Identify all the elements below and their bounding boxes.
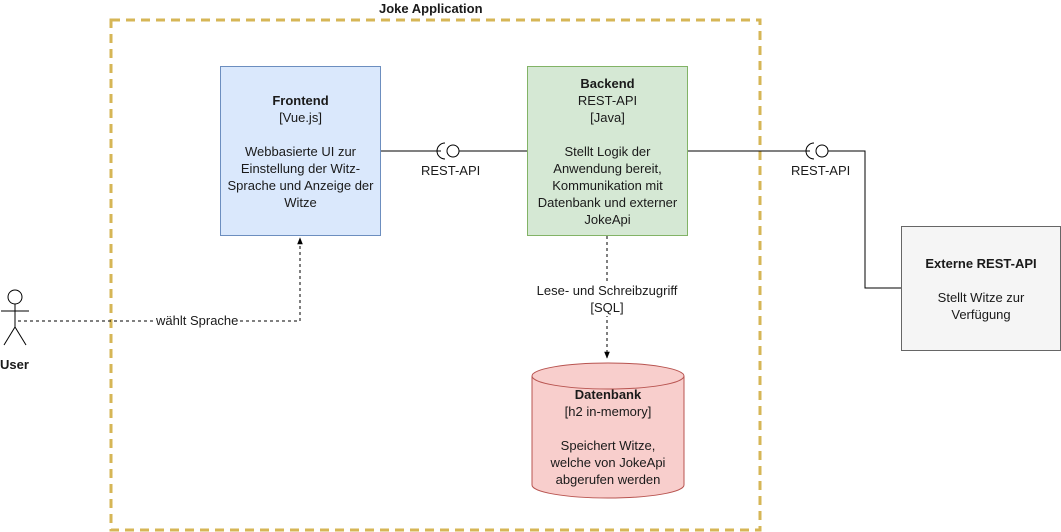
database-description: Speichert Witze, welche von JokeApi abge… [550,438,666,487]
database-tech: [h2 in-memory] [564,404,652,419]
external-api-component[interactable] [901,226,1061,351]
external-api-description: Stellt Witze zur Verfügung [937,289,1025,322]
frontend-tech: [Vue.js] [279,109,322,125]
frontend-title: Frontend [272,92,329,108]
frontend-backend-connector [381,142,527,160]
frontend-text: Frontend [Vue.js] Webbasierte UI zur Ein… [221,67,380,235]
backend-description: Stellt Logik der Anwendung bereit, Kommu… [537,143,678,227]
user-label: User [0,357,29,372]
joke-application-boundary [109,18,762,532]
backend-subtitle: REST-API [577,92,638,108]
backend-tech: [Java] [590,109,625,125]
frontend-component[interactable] [220,66,381,236]
backend-component[interactable] [527,66,688,236]
database-title: Datenbank [574,387,642,402]
user-frontend-arrow [18,237,303,322]
external-api-title: Externe REST-API [925,255,1037,271]
backend-external-connector [688,142,901,289]
backend-db-label-tech: [SQL] [590,300,624,315]
frontend-backend-label: REST-API [420,163,482,178]
backend-external-label: REST-API [790,163,852,178]
user-frontend-label: wählt Sprache [155,313,240,328]
backend-db-label: Lese- und Schreibzugriff [SQL] [527,282,687,316]
user-actor-icon [1,289,29,346]
backend-title: Backend [580,75,635,91]
database-component[interactable] [531,362,685,499]
frontend-description: Webbasierte UI zur Einstellung der Witz-… [227,143,374,210]
backend-text: Backend REST-API [Java] Stellt Logik der… [528,67,687,235]
external-api-text: Externe REST-API Stellt Witze zur Verfüg… [902,227,1060,350]
boundary-title: Joke Application [379,1,483,16]
database-text: Datenbank [h2 in-memory] Speichert Witze… [532,386,684,498]
backend-db-label-text: Lese- und Schreibzugriff [536,283,678,298]
